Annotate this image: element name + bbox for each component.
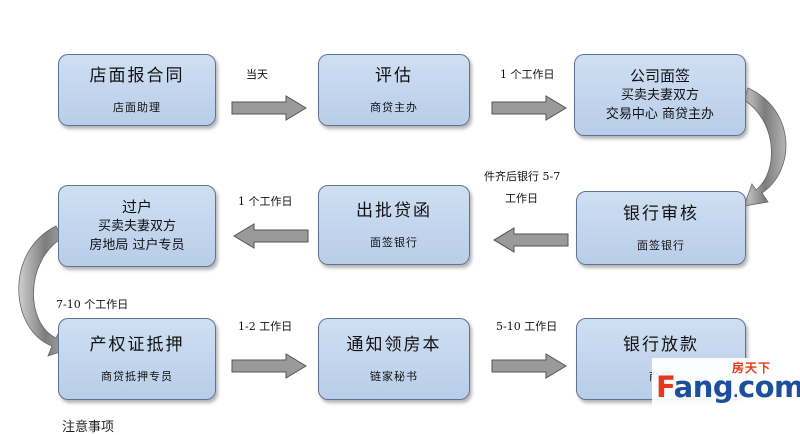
curve-arrow-right (743, 87, 787, 207)
label-one-two-days: 1-2 工作日 (238, 320, 293, 333)
arrow-mortgage-to-certificate (231, 353, 307, 379)
step-signing-location: 交易中心 商贷主办 (605, 106, 715, 122)
label-five-ten-days: 5-10 工作日 (496, 320, 558, 333)
arrow-certificate-to-loan (491, 353, 567, 379)
step-approval-letter-role: 面签银行 (370, 236, 418, 249)
step-certificate-title: 通知领房本 (346, 335, 442, 355)
label-one-workday-a: 1 个工作日 (500, 68, 555, 81)
step-bank-review-title: 银行审核 (623, 204, 699, 224)
step-certificate-role: 链家秘书 (370, 370, 418, 383)
step-approval-letter-box: 出批贷函 面签银行 (318, 185, 470, 265)
arrow-contract-to-appraisal (231, 95, 307, 121)
label-one-workday-b: 1 个工作日 (238, 195, 293, 208)
label-seven-ten-days: 7-10 个工作日 (56, 298, 129, 311)
step-appraisal-title: 评估 (375, 66, 413, 86)
watermark-brand-en: Fang.com (656, 370, 800, 404)
step-transfer-title: 过户 (121, 197, 152, 216)
label-bank-days-line2: 工作日 (505, 192, 538, 205)
step-appraisal-box: 评估 商贷主办 (318, 54, 470, 126)
label-bank-days-line1: 件齐后银行 5-7 (484, 170, 561, 183)
watermark-brand-cn: 房天下 (732, 361, 772, 375)
step-contract-role: 店面助理 (113, 101, 161, 114)
step-approval-letter-title: 出批贷函 (356, 201, 432, 221)
notes-heading: 注意事项 (62, 420, 115, 435)
step-bank-review-role: 面签银行 (637, 239, 685, 252)
step-contract-box: 店面报合同 店面助理 (58, 54, 216, 126)
step-mortgage-box: 产权证抵押 商贷抵押专员 (58, 318, 216, 400)
step-loan-title: 银行放款 (623, 335, 699, 355)
step-contract-title: 店面报合同 (89, 66, 185, 86)
step-transfer-location: 房地局 过户专员 (89, 237, 185, 253)
arrow-bank-review-to-approval (493, 227, 569, 253)
step-transfer-box: 过户 买卖夫妻双方 房地局 过户专员 (58, 185, 216, 267)
arrow-appraisal-to-signing (491, 95, 567, 121)
step-signing-parties: 买卖夫妻双方 (620, 87, 699, 103)
step-mortgage-title: 产权证抵押 (89, 335, 185, 355)
fang-watermark-logo: 房天下 Fang.com (652, 358, 800, 410)
step-appraisal-role: 商贷主办 (370, 101, 418, 114)
step-signing-title: 公司面签 (629, 66, 690, 85)
label-same-day: 当天 (246, 68, 268, 81)
step-bank-review-box: 银行审核 面签银行 (576, 191, 746, 265)
step-transfer-parties: 买卖夫妻双方 (97, 218, 176, 234)
step-certificate-box: 通知领房本 链家秘书 (318, 318, 470, 400)
step-signing-box: 公司面签 买卖夫妻双方 交易中心 商贷主办 (574, 54, 746, 136)
step-mortgage-role: 商贷抵押专员 (101, 370, 173, 383)
arrow-approval-to-transfer (233, 223, 309, 249)
